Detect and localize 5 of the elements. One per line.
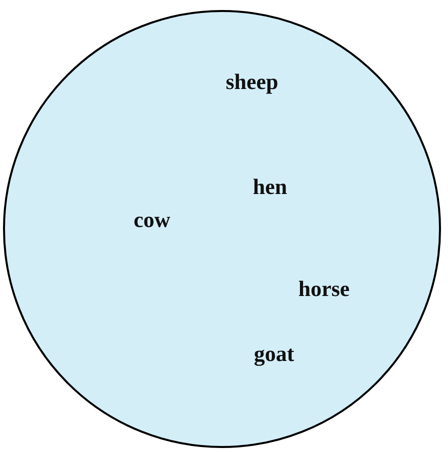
word-label: goat bbox=[254, 343, 294, 365]
word-label: horse bbox=[298, 278, 350, 300]
word-label: hen bbox=[252, 176, 288, 198]
word-label: sheep bbox=[226, 71, 278, 93]
word-label: cow bbox=[134, 209, 170, 231]
